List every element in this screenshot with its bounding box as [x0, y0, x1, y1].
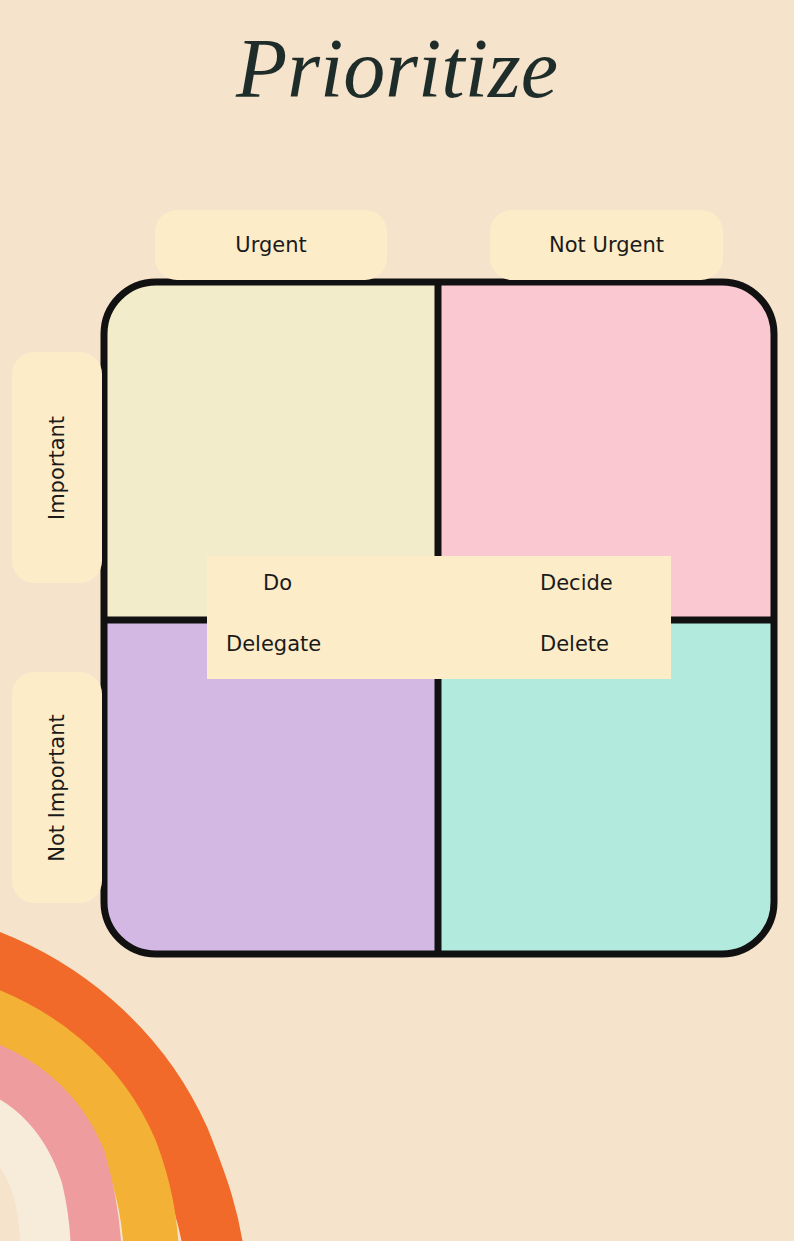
axis-tab: Important — [12, 352, 102, 583]
axis-label: Not Urgent — [549, 233, 664, 257]
axis-label: Not Important — [45, 714, 69, 862]
axis-label: Important — [45, 415, 69, 519]
action-label: Delete — [540, 632, 609, 656]
action-label: Do — [263, 571, 292, 595]
axis-label: Urgent — [235, 233, 306, 257]
title: Prioritize — [0, 20, 794, 117]
rainbow — [0, 950, 215, 1241]
axis-tab: Not Urgent — [490, 210, 723, 280]
grid-border — [104, 282, 774, 954]
quadrants — [104, 282, 774, 954]
action-label: Decide — [540, 571, 613, 595]
action-label: Delegate — [226, 632, 321, 656]
axis-tab: Urgent — [155, 210, 387, 280]
axis-tab: Not Important — [12, 672, 102, 903]
action-labels-box: Do DecideDelegate Delete — [207, 556, 671, 679]
